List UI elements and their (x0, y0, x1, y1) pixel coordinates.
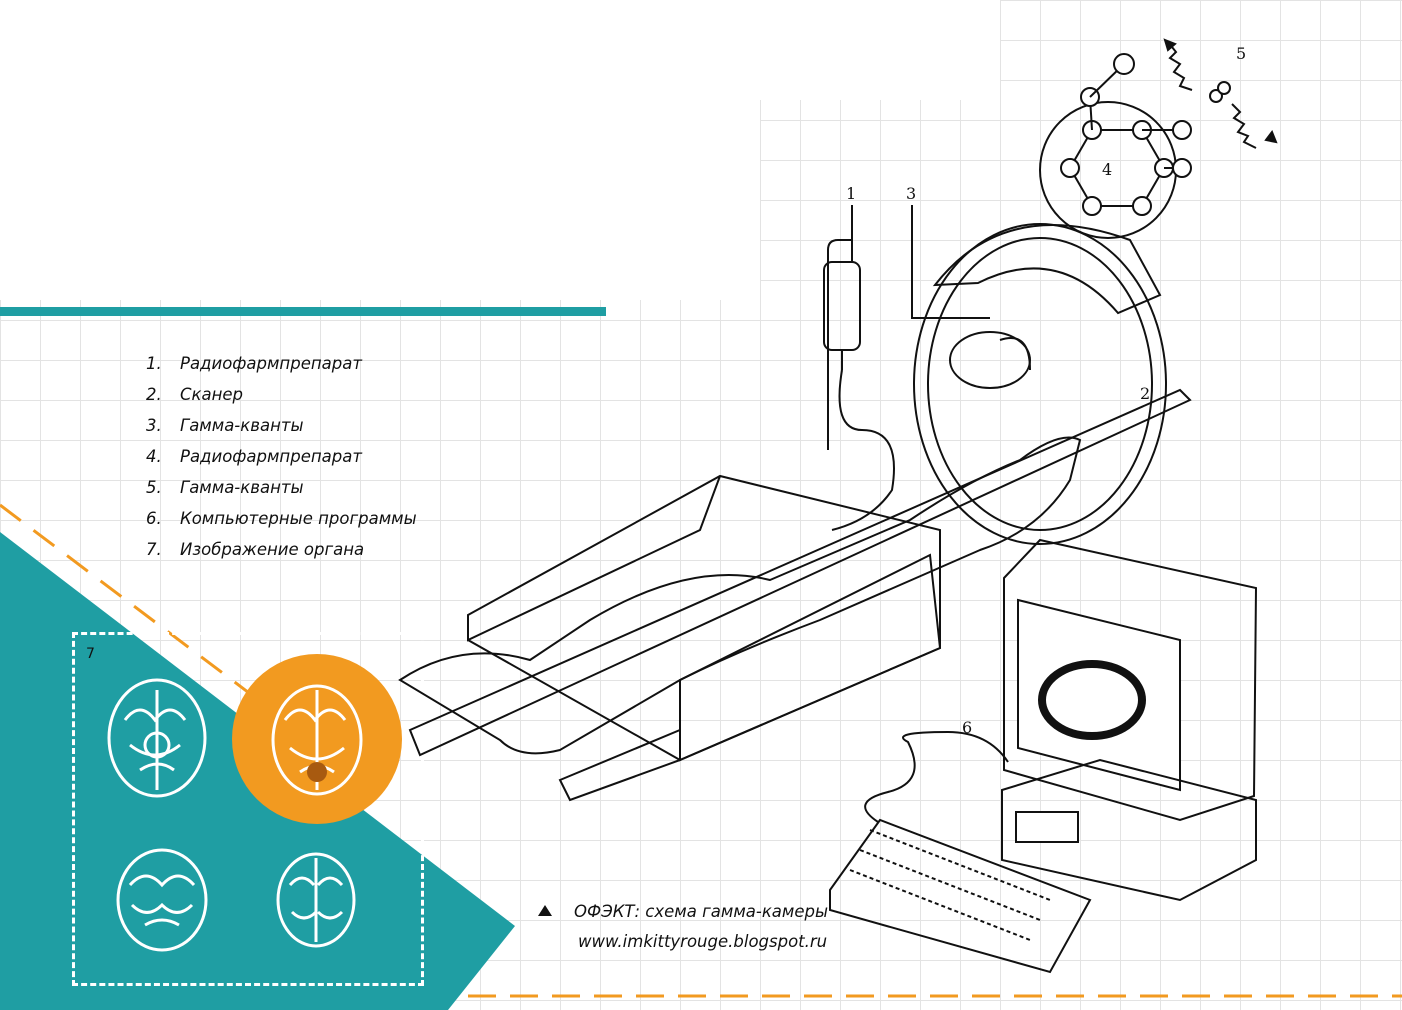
legend-item-5: 5.Гамма-кванты (146, 478, 304, 497)
legend-item-1: 1.Радиофармпрепарат (146, 354, 362, 373)
teal-divider-bar (0, 307, 606, 316)
figure-caption: ОФЭКТ: схема гамма-камеры (538, 902, 828, 921)
brain-scan-1 (107, 678, 207, 798)
blank-area-2 (0, 0, 1000, 100)
computer-monitor (1001, 538, 1258, 902)
label-6: 6 (962, 718, 973, 737)
label-4: 4 (1102, 160, 1113, 179)
scanner-ring (913, 223, 1167, 545)
gamma-ray-icon (1163, 38, 1278, 149)
legend-item-4: 4.Радиофармпрепарат (146, 447, 362, 466)
iv-drip-stand (823, 239, 895, 531)
label-5: 5 (1236, 44, 1247, 63)
triangle-icon (538, 905, 552, 916)
patient-figure (398, 331, 1082, 755)
computer-keyboard (829, 818, 1092, 974)
legend-item-3: 3.Гамма-кванты (146, 416, 304, 435)
label-3: 3 (906, 184, 917, 203)
label-2: 2 (1140, 384, 1151, 403)
patient-bed (408, 388, 1192, 802)
molecule-icon (1039, 53, 1192, 239)
website-url: www.imkittyrouge.blogspot.ru (578, 932, 828, 951)
brain-scan-4 (276, 852, 356, 948)
brain-scan-3 (116, 848, 208, 952)
label-7: 7 (86, 646, 95, 662)
legend-list: 1.Радиофармпрепарат 2.Сканер 3.Гамма-ква… (146, 348, 417, 565)
brain-scan-2 (271, 684, 363, 796)
legend-item-6: 6.Компьютерные программы (146, 509, 417, 528)
keyboard-cable (864, 730, 1009, 823)
label-1: 1 (846, 184, 857, 203)
legend-item-2: 2.Сканер (146, 385, 244, 404)
organ-image-frame (72, 632, 424, 986)
legend-item-7: 7.Изображение органа (146, 540, 365, 559)
